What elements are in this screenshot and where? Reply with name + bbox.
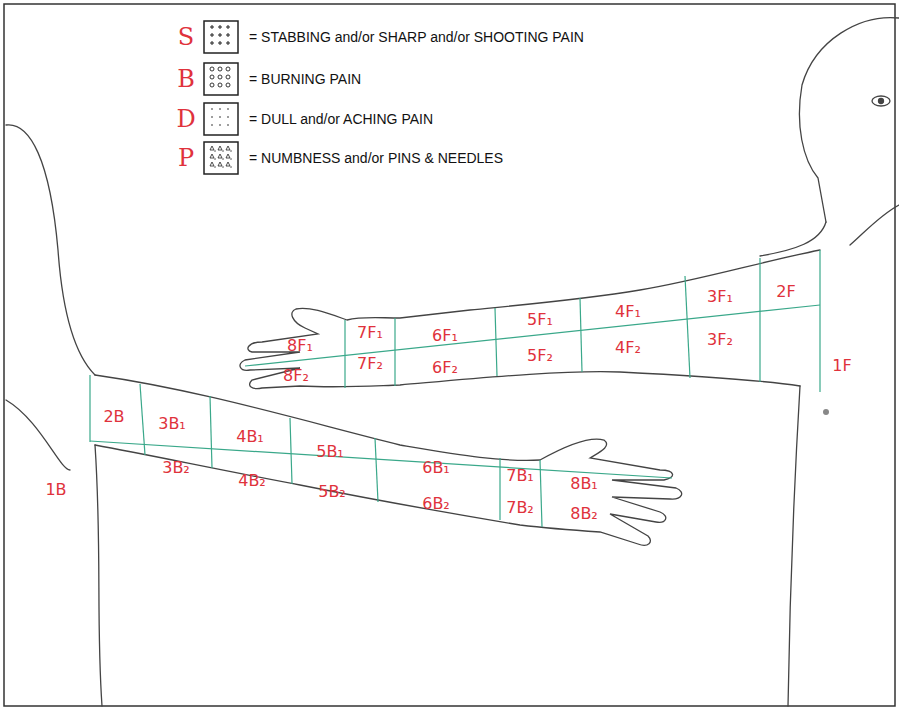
legend-row: = STABBING and/or SHARP and/or SHOOTING … [203, 19, 584, 55]
back-figure [6, 125, 682, 706]
legend-text: = STABBING and/or SHARP and/or SHOOTING … [249, 29, 584, 45]
segment-number: 8F₂ [281, 367, 311, 385]
segment-number: 3B₁ [156, 415, 188, 433]
segment-number: 2F [774, 283, 797, 301]
segment-number: 5B₂ [316, 483, 348, 501]
legend-letter: P [176, 145, 196, 171]
legend-row: = NUMBNESS and/or PINS & NEEDLES [203, 140, 503, 176]
front-figure [240, 18, 899, 706]
legend-letter: S [176, 24, 196, 50]
segment-number: 8B₂ [568, 505, 600, 523]
segment-number: 2B [101, 408, 126, 426]
segment-number: 7F₁ [355, 324, 385, 342]
legend-swatch [203, 141, 239, 175]
segment-number: 1F [830, 357, 853, 375]
segment-number: 4B₁ [234, 428, 266, 446]
frame [4, 4, 895, 706]
segment-number: 8F₁ [285, 337, 315, 355]
segment-number: 7B₂ [504, 499, 536, 517]
segment-number: 3F₂ [705, 331, 735, 349]
segment-number: 6F₂ [430, 359, 460, 377]
segment-grid [90, 250, 820, 527]
legend-text: = NUMBNESS and/or PINS & NEEDLES [249, 150, 503, 166]
segment-number: 6F₁ [430, 327, 460, 345]
segment-number: 6B₁ [420, 459, 452, 477]
segment-number: 7F₂ [355, 355, 385, 373]
segment-number: 5F₁ [525, 311, 555, 329]
legend-swatch [203, 62, 239, 96]
legend-swatch [203, 102, 239, 136]
legend-row: = BURNING PAIN [203, 61, 361, 97]
segment-number: 4F₁ [613, 303, 643, 321]
segment-number: 5F₂ [525, 347, 555, 365]
legend-letter: D [174, 106, 197, 132]
legend-swatch [203, 20, 239, 54]
segment-number: 8B₁ [568, 475, 600, 493]
segment-number: 7B₁ [504, 467, 536, 485]
segment-number: 4B₂ [236, 472, 268, 490]
legend-row: = DULL and/or ACHING PAIN [203, 101, 433, 137]
segment-number: 4F₂ [613, 339, 643, 357]
legend-text: = DULL and/or ACHING PAIN [249, 111, 433, 127]
legend-letter: B [175, 66, 197, 92]
segment-number: 3F₁ [705, 288, 735, 306]
segment-number: 5B₁ [314, 443, 346, 461]
segment-number: 1B [43, 481, 68, 499]
segment-number: 6B₂ [420, 495, 452, 513]
segment-number: 3B₂ [160, 459, 192, 477]
legend-text: = BURNING PAIN [249, 71, 361, 87]
